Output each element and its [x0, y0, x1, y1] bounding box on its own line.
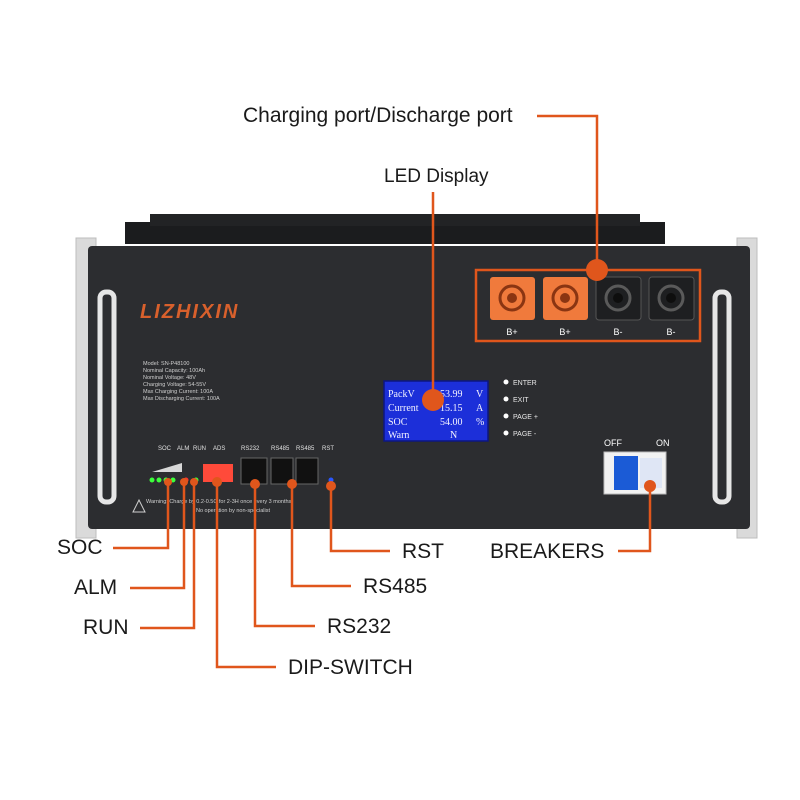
callout-dots: [164, 259, 656, 492]
button-label: EXIT: [513, 397, 529, 404]
breaker-on-label: ON: [656, 438, 670, 448]
rs485-port-b: [295, 457, 319, 485]
lcd-row-unit: A: [476, 403, 484, 414]
top-cover: [125, 214, 665, 244]
breaker-off-label: OFF: [604, 438, 622, 448]
spec-line: Nominal Capacity: 100Ah: [143, 368, 205, 374]
spec-plate: Model: SN-P48100 Nominal Capacity: 100Ah…: [143, 361, 220, 402]
callout-alm: ALM: [74, 576, 118, 599]
spec-line: Max Charging Current: 100A: [143, 389, 213, 395]
lcd-row-label: Warn: [388, 430, 409, 441]
port-positive-1: [490, 277, 535, 320]
panel-label-rs232: RS232: [241, 446, 260, 452]
panel-label-rs485-a: RS485: [271, 446, 290, 452]
spec-line: Charging Voltage: 54-55V: [143, 382, 206, 388]
port-positive-2: [543, 277, 588, 320]
port-negative-1: [595, 276, 642, 321]
callout-dip-switch: DIP-SWITCH: [288, 656, 413, 679]
lcd-row-label: SOC: [388, 417, 408, 428]
callout-rst: RST: [402, 540, 444, 563]
panel-label-rs485-b: RS485: [296, 446, 315, 452]
lcd-row-value: N: [450, 430, 457, 441]
port-label: B-: [667, 327, 676, 337]
callout-led-display: LED Display: [384, 166, 489, 187]
warning-icon: [132, 498, 146, 513]
panel-label-rst: RST: [322, 446, 334, 452]
spec-line: Model: SN-P48100: [143, 361, 189, 367]
lcd-row-label: Current: [388, 403, 419, 414]
callout-rs485: RS485: [363, 575, 428, 598]
dip-switch: [203, 464, 233, 482]
port-label: B+: [506, 327, 517, 337]
panel-label-alm: ALM: [177, 446, 189, 452]
button-label: PAGE +: [513, 414, 538, 421]
rs485-port-a: [270, 457, 294, 485]
lcd-row-value: 15.15: [440, 403, 463, 414]
callout-rs232: RS232: [327, 615, 392, 638]
panel-label-soc: SOC: [158, 446, 172, 452]
lcd-row-value: 54.00: [440, 417, 463, 428]
lcd-row-label: PackV: [388, 389, 415, 400]
breaker: OFF ON: [603, 438, 670, 495]
warning-text-2: No operation by non-specialist: [196, 508, 270, 514]
button-label: ENTER: [513, 380, 537, 387]
spec-line: Nominal Voltage: 48V: [143, 375, 196, 381]
panel-label-run: RUN: [193, 446, 206, 452]
callout-charging-port: Charging port/Discharge port: [243, 104, 513, 127]
brand-logo: LIZHIXIN: [140, 301, 239, 323]
callout-breakers: BREAKERS: [490, 540, 605, 563]
lcd-row-unit: %: [476, 417, 484, 428]
callout-run: RUN: [83, 616, 129, 639]
callout-soc: SOC: [57, 536, 103, 559]
panel-label-ads: ADS: [213, 446, 225, 452]
port-negative-2: [648, 276, 695, 321]
port-label: B+: [559, 327, 570, 337]
callout-lines: [113, 114, 652, 669]
right-handle: [712, 289, 732, 505]
button-label: PAGE -: [513, 431, 537, 438]
warning-text: Warning: Charge by 0.2-0.5C for 2-3H onc…: [146, 499, 292, 505]
lcd-row-value: 53.99: [440, 389, 463, 400]
soc-level-indicator: [152, 463, 182, 472]
spec-line: Max Discharging Current: 100A: [143, 396, 220, 402]
lcd-display: PackV 53.99 V Current 15.15 A SOC 54.00 …: [383, 380, 489, 442]
lcd-row-unit: V: [476, 389, 484, 400]
control-buttons: ENTER EXIT PAGE + PAGE -: [503, 379, 538, 438]
port-label: B-: [614, 327, 623, 337]
left-handle: [97, 289, 117, 505]
